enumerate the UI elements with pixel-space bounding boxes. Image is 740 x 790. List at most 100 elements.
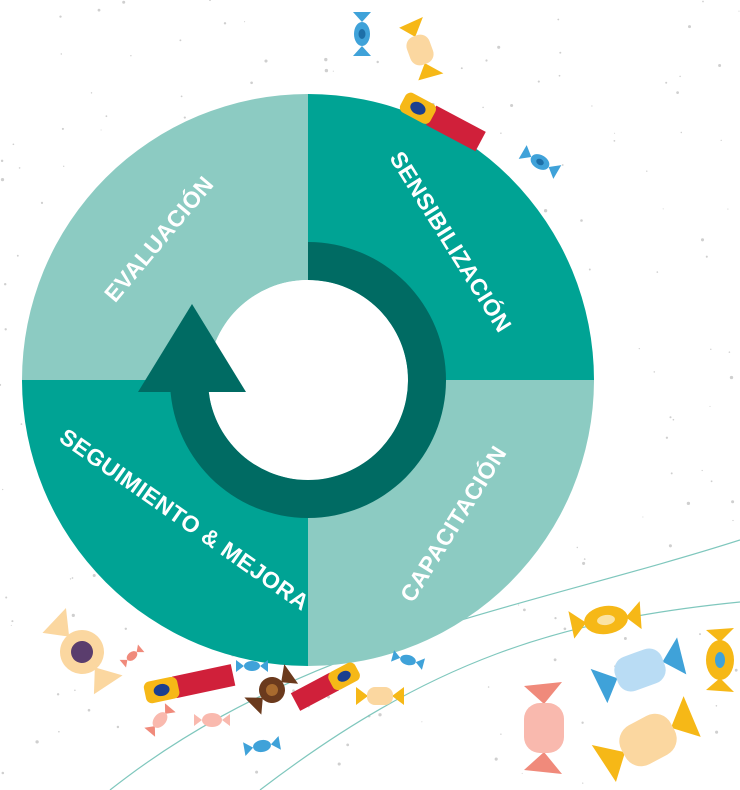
speckle-dot: [12, 143, 15, 146]
candy-icon: [236, 660, 268, 672]
candy-icon: [243, 735, 281, 757]
speckle-dot: [376, 60, 379, 64]
speckle-dot: [710, 348, 712, 351]
candy-icon: [518, 145, 562, 179]
speckle-dot: [727, 208, 729, 210]
speckle-dot: [537, 80, 540, 83]
speckle-dot: [324, 68, 329, 73]
speckle-dot: [543, 209, 548, 213]
speckle-dot: [709, 405, 711, 407]
speckle-dot: [183, 116, 186, 119]
speckle-dot: [558, 74, 561, 77]
speckle-dot: [679, 75, 681, 78]
speckle-dot: [116, 725, 120, 729]
speckle-dot: [421, 721, 423, 723]
speckle-dot: [40, 201, 44, 204]
speckle-dot: [582, 782, 584, 784]
speckle-dot: [559, 51, 562, 54]
speckle-dot: [59, 15, 62, 18]
speckle-dot: [20, 423, 23, 425]
speckle-dot: [729, 375, 734, 380]
speckle-dot: [0, 177, 5, 182]
speckle-dot: [591, 105, 593, 107]
speckle-dot: [554, 617, 557, 620]
candy-icon: [524, 682, 564, 774]
candy-icon: [568, 601, 642, 639]
candy-icon: [590, 637, 687, 704]
candy-icon: [591, 696, 701, 782]
speckle-dot: [63, 165, 65, 167]
speckle-dot: [264, 59, 268, 63]
speckle-dot: [653, 371, 656, 373]
speckle-dot: [701, 469, 703, 472]
speckle-dot: [662, 208, 664, 210]
speckle-dot: [576, 546, 579, 549]
candy-icon: [244, 664, 299, 715]
speckle-dot: [97, 8, 101, 12]
speckle-dot: [580, 219, 583, 222]
speckle-dot: [18, 167, 21, 169]
speckle-dot: [676, 91, 679, 94]
speckle-dot: [56, 693, 60, 696]
candy-icon: [390, 650, 426, 670]
speckle-dot: [646, 170, 648, 172]
speckle-dot: [485, 59, 488, 62]
speckle-dot: [715, 705, 718, 707]
speckle-dot: [731, 500, 735, 504]
speckle-dot: [74, 689, 76, 692]
speckle-dot: [58, 730, 60, 733]
candy-icon: [290, 662, 360, 711]
speckle-dot: [10, 624, 12, 626]
speckle-dot: [500, 733, 502, 735]
quadrant-evaluacion: [22, 94, 308, 380]
candy-icon: [356, 687, 404, 705]
speckle-dot: [561, 164, 564, 166]
speckle-dot: [656, 271, 659, 273]
speckle-dot: [61, 127, 64, 130]
speckle-dot: [720, 139, 722, 142]
speckle-dot: [718, 64, 722, 67]
speckle-dot: [223, 22, 227, 25]
speckle-dot: [563, 627, 567, 631]
speckle-dot: [510, 103, 514, 108]
candy-icon: [399, 17, 444, 81]
speckle-dot: [130, 55, 132, 57]
speckle-dot: [734, 668, 738, 672]
speckle-dot: [346, 743, 350, 747]
speckle-dot: [500, 132, 502, 134]
speckle-dot: [613, 139, 616, 142]
speckle-dot: [124, 627, 127, 630]
candy-icon: [194, 713, 230, 727]
speckle-dot: [60, 53, 63, 55]
speckle-dot: [332, 70, 334, 72]
speckle-dot: [581, 721, 584, 724]
speckle-dot: [623, 637, 627, 640]
cycle-arrow-head: [138, 304, 246, 392]
speckle-dot: [100, 129, 102, 131]
speckle-dot: [494, 757, 498, 761]
speckle-dot: [378, 713, 382, 717]
speckle-dot: [582, 561, 586, 565]
speckle-dot: [523, 608, 526, 612]
speckle-dot: [460, 67, 463, 70]
candy-icon: [706, 628, 734, 692]
speckle-dot: [638, 348, 640, 350]
speckle-dot: [5, 596, 8, 599]
speckle-dot: [715, 730, 719, 734]
speckle-dot: [180, 95, 183, 98]
speckle-dot: [4, 328, 7, 331]
decorative-curve-line: [259, 601, 740, 790]
speckle-dot: [728, 351, 731, 353]
speckle-dot: [738, 10, 740, 12]
candy-icon: [143, 664, 236, 704]
speckle-dot: [3, 283, 7, 286]
speckle-dot: [87, 708, 91, 712]
speckle-dot: [487, 686, 490, 688]
speckle-dot: [672, 418, 675, 421]
speckle-dot: [732, 519, 734, 522]
speckle-dot: [1, 771, 5, 775]
candy-icon: [42, 608, 123, 695]
speckle-dot: [69, 578, 72, 580]
speckle-dot: [665, 81, 668, 84]
